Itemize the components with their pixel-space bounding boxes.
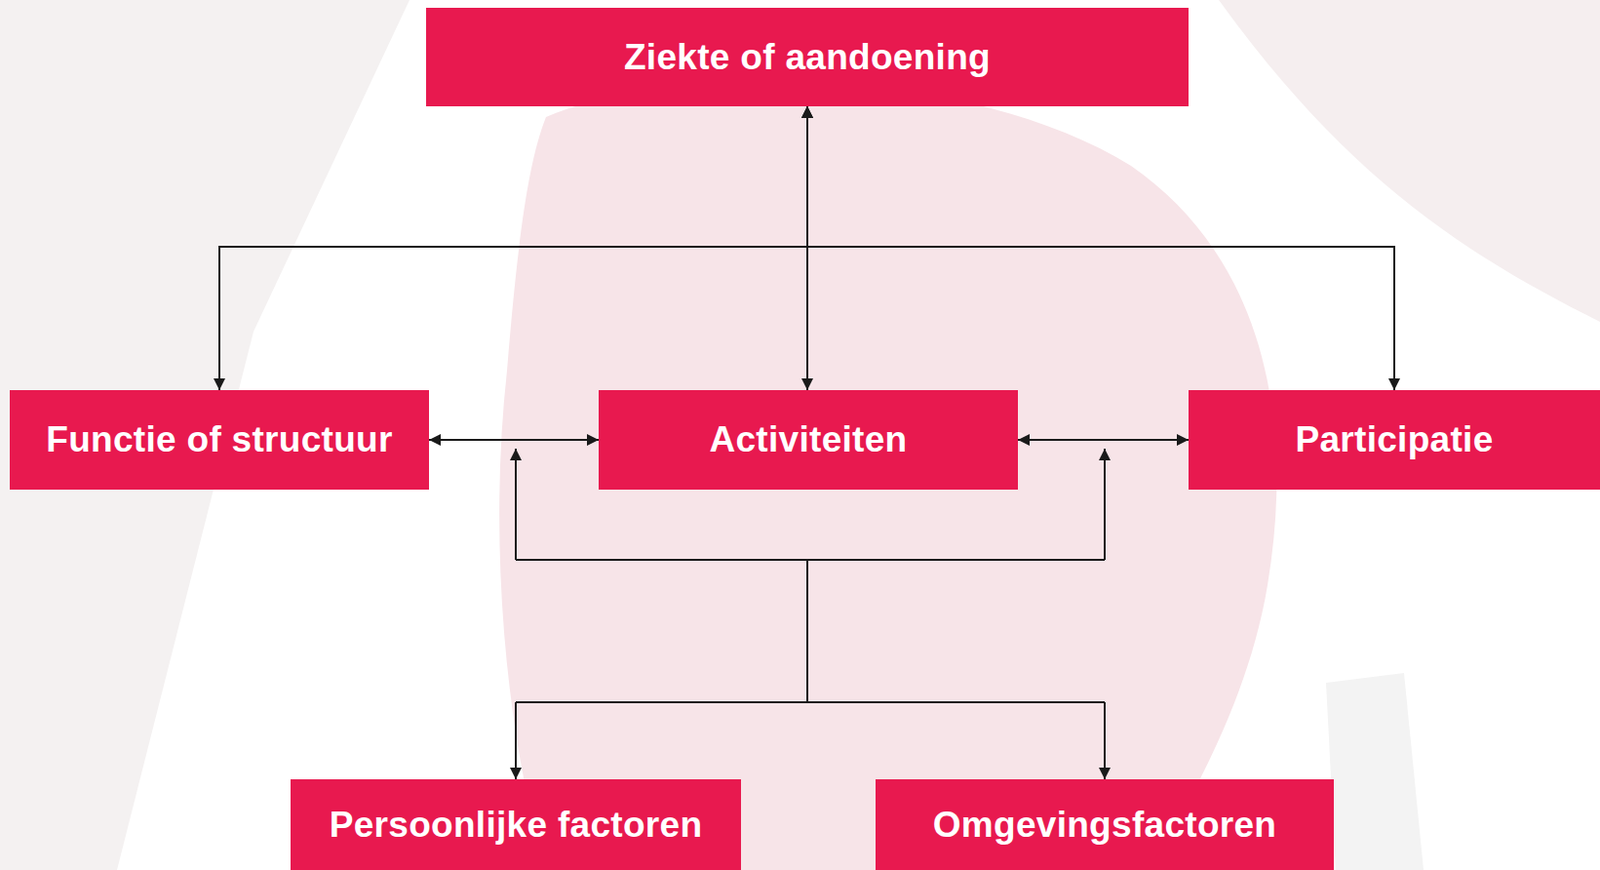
faded-arm — [1326, 672, 1424, 870]
icf-box: Persoonlijke factoren — [290, 779, 742, 870]
tree-line — [514, 702, 517, 780]
box-label: Persoonlijke factoren — [329, 804, 703, 846]
tree-line — [806, 559, 809, 703]
faded-torso — [499, 80, 1277, 870]
connector-arrow — [429, 438, 599, 441]
icf-box: Activiteiten — [598, 390, 1018, 490]
connector-arrow — [807, 106, 1395, 391]
box-label: Participatie — [1294, 419, 1493, 461]
box-label: Functie of structuur — [45, 419, 392, 461]
faded-figure — [0, 0, 410, 870]
icf-box: Omgevingsfactoren — [875, 779, 1334, 870]
box-label: Omgevingsfactoren — [933, 804, 1278, 846]
tree-line — [515, 558, 1105, 561]
faded-shoulder — [1218, 0, 1600, 322]
tree-line — [514, 448, 517, 560]
icf-box: Ziekte of aandoening — [426, 7, 1189, 107]
connector-arrow — [219, 106, 808, 391]
box-label: Activiteiten — [708, 419, 907, 461]
tree-line — [1103, 702, 1106, 780]
icf-box: Functie of structuur — [9, 390, 430, 490]
connector-arrow — [1017, 438, 1189, 441]
tree-line — [1103, 448, 1106, 560]
icf-box: Participatie — [1188, 390, 1600, 490]
tree-line — [515, 701, 1105, 703]
box-label: Ziekte of aandoening — [624, 37, 991, 79]
